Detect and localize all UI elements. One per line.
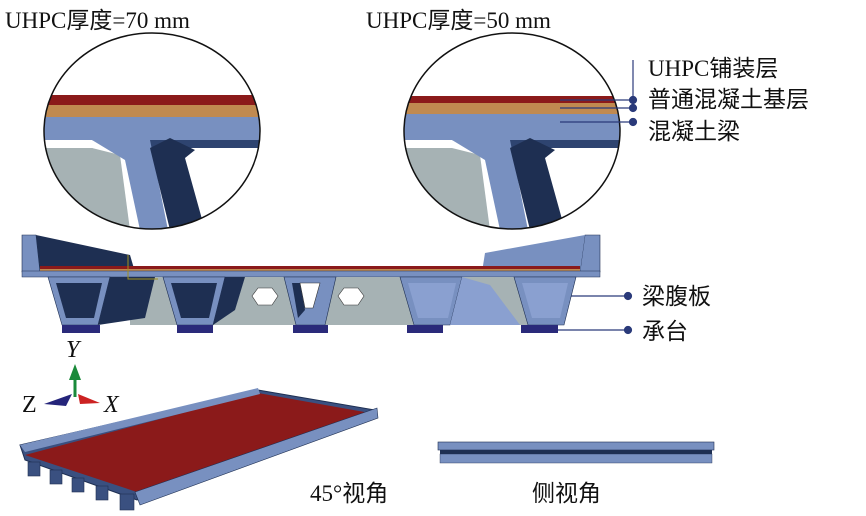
label-base-layer: 普通混凝土基层 (648, 87, 809, 112)
label-iso-view: 45°视角 (310, 481, 389, 506)
detail-circle-50mm (404, 96, 620, 229)
axis-triad (44, 364, 100, 406)
side-view (437, 441, 715, 464)
axis-label-y: Y (66, 337, 80, 363)
axis-label-z: Z (22, 392, 37, 418)
label-uhpc-layer: UHPC铺装层 (648, 56, 779, 81)
uhpc-layer (44, 95, 260, 105)
label-beam: 混凝土梁 (648, 119, 740, 144)
label-side-view: 侧视角 (532, 481, 601, 506)
detail-circle-70mm (44, 95, 260, 229)
bridge-cross-section (21, 234, 601, 333)
web-left (92, 140, 168, 229)
label-web: 梁腹板 (642, 284, 711, 309)
x-arrow (78, 394, 100, 404)
title-70mm: UHPC厚度=70 mm (5, 8, 190, 33)
title-50mm: UHPC厚度=50 mm (366, 8, 551, 33)
iso-view (19, 388, 379, 511)
label-cap: 承台 (642, 319, 688, 344)
axis-label-x: X (104, 392, 119, 418)
web-dark (150, 138, 205, 229)
y-arrow (69, 364, 81, 380)
beam-flange (44, 117, 260, 140)
base-layer (44, 105, 260, 117)
z-arrow (44, 394, 72, 406)
